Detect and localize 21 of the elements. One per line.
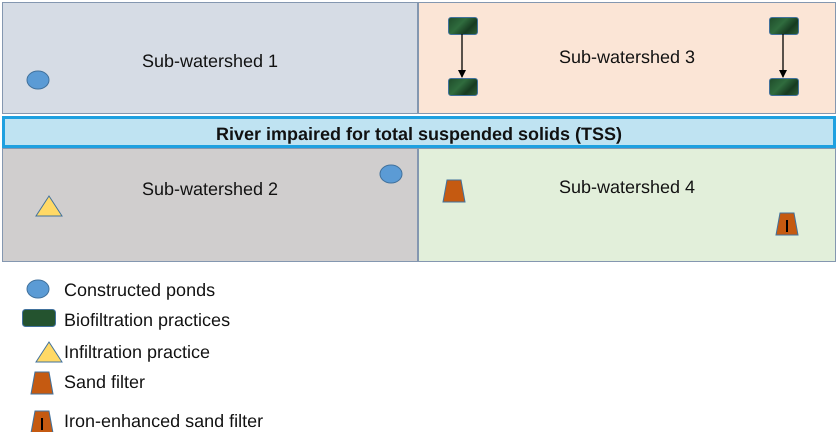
sub-watershed-region — [418, 2, 836, 114]
legend-label: Infiltration practice — [64, 342, 210, 363]
region-title: Sub-watershed 4 — [558, 177, 696, 198]
sub-watershed-region — [2, 148, 418, 262]
river-label: River impaired for total suspended solids (TSS) — [216, 124, 622, 145]
legend-label: Sand filter — [64, 372, 146, 393]
biofiltration-icon — [448, 78, 478, 96]
biofiltration-icon — [769, 78, 799, 96]
biofiltration-icon — [769, 17, 799, 35]
region-title: Sub-watershed 1 — [142, 51, 278, 72]
legend-label: Constructed ponds — [64, 280, 216, 301]
arrow — [779, 34, 787, 78]
sub-watershed-region — [2, 2, 418, 114]
legend-label: Biofiltration practices — [64, 310, 230, 331]
biofiltration-icon — [448, 17, 478, 35]
arrow — [458, 34, 466, 78]
region-title: Sub-watershed 2 — [142, 179, 278, 200]
region-title: Sub-watershed 3 — [558, 47, 696, 68]
river-band — [2, 116, 836, 148]
sub-watershed-region — [418, 148, 836, 262]
legend-label: Iron-enhanced sand filter — [64, 411, 264, 432]
